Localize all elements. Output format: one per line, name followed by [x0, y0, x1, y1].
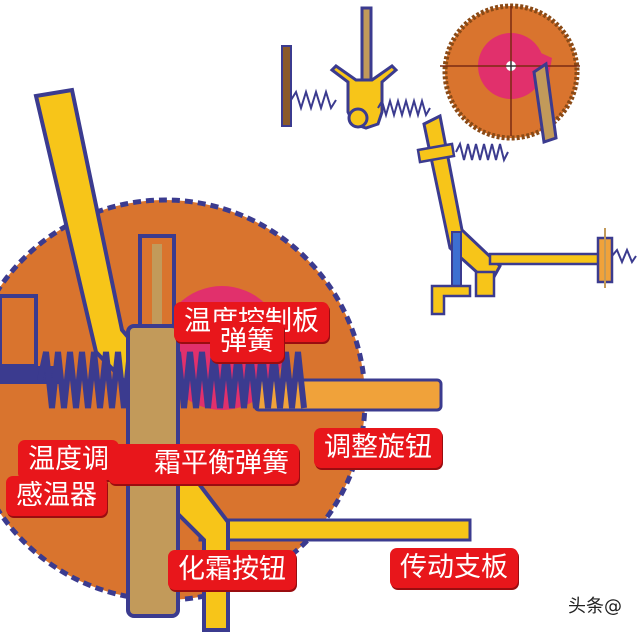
label-defrost-button: 化霜按钮: [168, 550, 296, 590]
label-spring: 弹簧: [210, 322, 284, 362]
label-frost-balance-spring: 霜平衡弹簧: [108, 444, 299, 484]
label-drive-plate: 传动支板: [390, 548, 518, 588]
small-blue-post: [451, 231, 462, 287]
small-left-spring: [290, 88, 337, 112]
small-wall: [281, 45, 292, 127]
label-sensor: 感温器: [6, 476, 107, 516]
watermark: 头条@: [568, 596, 622, 617]
drive-plate-bar: [198, 518, 472, 542]
small-middle-spring: [377, 97, 431, 119]
left-wall-block: [0, 294, 38, 368]
small-mechanism: [281, 3, 637, 316]
label-adjust-knob: 调整旋钮: [314, 428, 442, 468]
label-temp-adjust: 温度调: [18, 440, 119, 480]
small-right-spring: [455, 141, 509, 163]
